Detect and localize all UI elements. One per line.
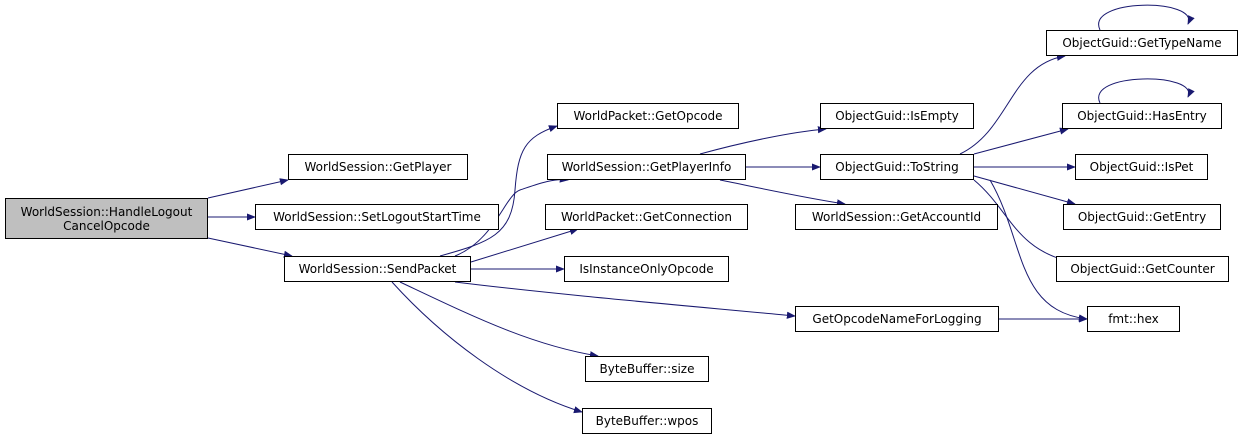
node-objectguid-getentry[interactable]: ObjectGuid::GetEntry (1063, 204, 1221, 230)
edge-og-tostring-to-og-getentry (973, 175, 1076, 206)
edge-ws-getplayerinfo-to-og-isempty (699, 126, 827, 155)
edge-og-tostring-to-og-gettypename (959, 53, 1066, 155)
edge-ws-sendpacket-to-getopcodenameforlogging (454, 281, 796, 319)
edge-og-tostring-to-fmt-hex (989, 179, 1088, 322)
node-objectguid-getcounter[interactable]: ObjectGuid::GetCounter (1056, 256, 1229, 282)
node-bytebuffer-size[interactable]: ByteBuffer::size (585, 356, 709, 382)
node-objectguid-hasentry[interactable]: ObjectGuid::HasEntry (1062, 103, 1222, 129)
node-worldsession-sendpacket[interactable]: WorldSession::SendPacket (284, 256, 471, 282)
node-worldpacket-getopcode[interactable]: WorldPacket::GetOpcode (557, 103, 739, 129)
edge-og-tostring-to-og-hasentry (973, 127, 1069, 155)
node-worldsession-getaccountid[interactable]: WorldSession::GetAccountId (795, 204, 998, 230)
edge-root-to-ws-sendpacket (207, 237, 293, 258)
edge-og-gettypename-to-og-gettypename (1098, 4, 1195, 31)
edge-og-tostring-to-og-getcounter (973, 179, 1073, 264)
edge-og-hasentry-to-og-hasentry (1098, 78, 1195, 104)
node-objectguid-tostring[interactable]: ObjectGuid::ToString (820, 154, 974, 180)
edge-root-to-ws-getplayer (207, 178, 289, 199)
node-handle-logout-cancel-opcode: WorldSession::HandleLogout CancelOpcode (5, 198, 208, 239)
edge-ws-sendpacket-to-wp-getopcode (439, 125, 558, 257)
edge-ws-sendpacket-to-bb-size (399, 281, 599, 359)
edge-ws-sendpacket-to-wp-getconnection (470, 227, 579, 263)
edge-ws-sendpacket-to-bb-wpos (391, 281, 583, 414)
edge-ws-sendpacket-to-ws-getplayerinfo (454, 175, 569, 257)
node-getopcodenameforlogging[interactable]: GetOpcodeNameForLogging (795, 306, 999, 332)
node-worldpacket-getconnection[interactable]: WorldPacket::GetConnection (545, 204, 748, 230)
root-label-line2: CancelOpcode (63, 218, 150, 233)
node-bytebuffer-wpos[interactable]: ByteBuffer::wpos (582, 408, 712, 434)
edge-layer (207, 4, 1195, 414)
root-label-line1: WorldSession::HandleLogout (20, 204, 193, 219)
node-objectguid-isempty[interactable]: ObjectGuid::IsEmpty (820, 103, 974, 129)
node-worldsession-getplayer[interactable]: WorldSession::GetPlayer (288, 154, 468, 180)
node-worldsession-getplayerinfo[interactable]: WorldSession::GetPlayerInfo (547, 154, 746, 180)
node-objectguid-ispet[interactable]: ObjectGuid::IsPet (1075, 154, 1208, 180)
node-isinstanceonlyopcode[interactable]: IsInstanceOnlyOpcode (564, 256, 729, 282)
node-worldsession-setlogoutstarttime[interactable]: WorldSession::SetLogoutStartTime (255, 204, 499, 230)
node-fmt-hex[interactable]: fmt::hex (1087, 306, 1180, 332)
node-objectguid-gettypename[interactable]: ObjectGuid::GetTypeName (1046, 30, 1238, 56)
edge-ws-getplayerinfo-to-ws-getaccountid (719, 179, 846, 207)
